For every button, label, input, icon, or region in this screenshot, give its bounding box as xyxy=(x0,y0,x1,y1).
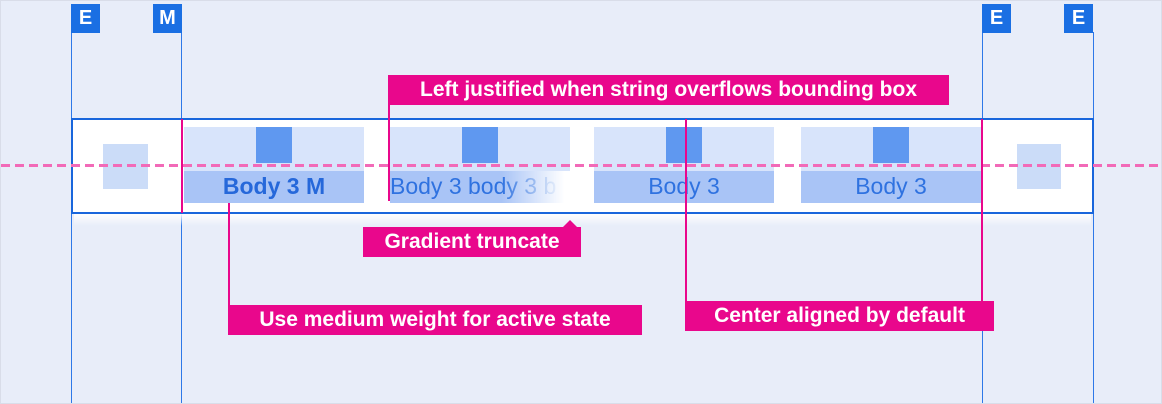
tab-item-truncated[interactable]: Body 3 body 3 b xyxy=(390,127,570,203)
tab-item-default-2[interactable]: Body 3 xyxy=(801,127,981,203)
tab-icon-area xyxy=(184,127,364,171)
caret-up-icon xyxy=(563,220,577,227)
margin-chip-m: M xyxy=(153,4,182,33)
margin-guide-line-far-right-e xyxy=(1093,32,1094,403)
annotation-gradient-truncate-text: Gradient truncate xyxy=(384,230,560,253)
tab-label: Body 3 M xyxy=(184,171,364,203)
annotation-gradient-truncate: Gradient truncate xyxy=(363,220,581,257)
margin-chip-e-right: E xyxy=(982,4,1011,33)
icon-placeholder-left xyxy=(103,144,148,189)
annotation-connector-medium-weight xyxy=(228,203,230,305)
margin-guide-line-left-e xyxy=(71,32,72,403)
tab-label: Body 3 xyxy=(594,171,774,203)
annotation-medium-weight: Use medium weight for active state xyxy=(228,305,642,335)
annotation-connector-bar-end xyxy=(981,119,983,301)
tab-icon-area xyxy=(801,127,981,171)
annotation-left-justified: Left justified when string overflows bou… xyxy=(388,75,949,105)
tab-bar-glow xyxy=(74,214,1091,226)
tab-icon-area xyxy=(594,127,774,171)
tab-label: Body 3 xyxy=(801,171,981,203)
tab-icon-placeholder xyxy=(462,127,498,163)
tab-label: Body 3 body 3 b xyxy=(390,171,570,203)
tab-icon-placeholder xyxy=(873,127,909,163)
tab-item-default-1[interactable]: Body 3 xyxy=(594,127,774,203)
tab-item-active[interactable]: Body 3 M xyxy=(184,127,364,203)
margin-guide-line-m xyxy=(181,32,182,403)
annotation-connector-left-justified xyxy=(388,105,390,201)
tab-icon-placeholder xyxy=(666,127,702,163)
tab-icon-placeholder xyxy=(256,127,292,163)
tab-icon-area xyxy=(390,127,570,171)
margin-chip-e-left: E xyxy=(71,4,100,33)
annotation-connector-tab-start xyxy=(181,119,183,213)
annotation-connector-center-aligned xyxy=(685,119,687,301)
margin-chip-e-far-right: E xyxy=(1064,4,1093,33)
icon-placeholder-right xyxy=(1017,144,1061,189)
annotation-center-aligned: Center aligned by default xyxy=(685,301,994,331)
